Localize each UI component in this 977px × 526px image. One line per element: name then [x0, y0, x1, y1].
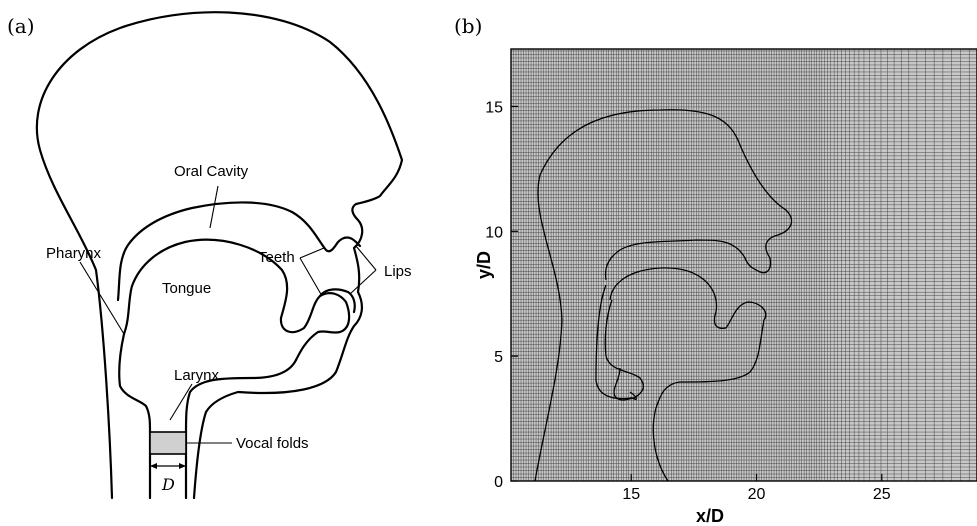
lips-label: Lips — [384, 263, 412, 280]
x-tick-label: 15 — [622, 486, 640, 503]
teeth-leader-upper — [300, 248, 324, 258]
pharynx-wall — [118, 202, 360, 300]
x-tick-label: 20 — [748, 486, 766, 503]
vocal-folds-block — [150, 432, 186, 454]
y-tick-label: 10 — [485, 224, 503, 241]
panel-a-label: (a) — [7, 14, 35, 38]
x-axis-title: x/D — [696, 506, 724, 526]
y-axis-title: y/D — [474, 251, 494, 279]
diameter-arrow — [150, 463, 186, 469]
vocal-folds-label: Vocal folds — [236, 435, 309, 452]
larynx-outline — [119, 334, 150, 432]
panel-a: (a) Oral Cavity — [7, 12, 412, 498]
pharynx-label: Pharynx — [46, 245, 102, 262]
lower-lip-outline — [320, 289, 355, 312]
teeth-leader-lower — [300, 258, 322, 296]
tongue-label: Tongue — [162, 280, 211, 297]
teeth-label: Teeth — [258, 249, 295, 266]
lips-leader-lower — [350, 270, 376, 294]
y-tick-label: 0 — [494, 474, 503, 491]
x-tick-label: 25 — [873, 486, 891, 503]
y-tick-label: 15 — [485, 99, 503, 116]
oral-cavity-leader — [210, 186, 218, 228]
panel-b-label: (b) — [454, 14, 482, 38]
diameter-label: D — [161, 475, 175, 494]
panel-b: (b) 15 20 25 0 5 10 15 x/D y/D — [454, 14, 977, 526]
oral-cavity-label: Oral Cavity — [174, 163, 249, 180]
larynx-label: Larynx — [174, 367, 220, 384]
y-tick-label: 5 — [494, 349, 503, 366]
tongue-outline — [124, 240, 349, 360]
